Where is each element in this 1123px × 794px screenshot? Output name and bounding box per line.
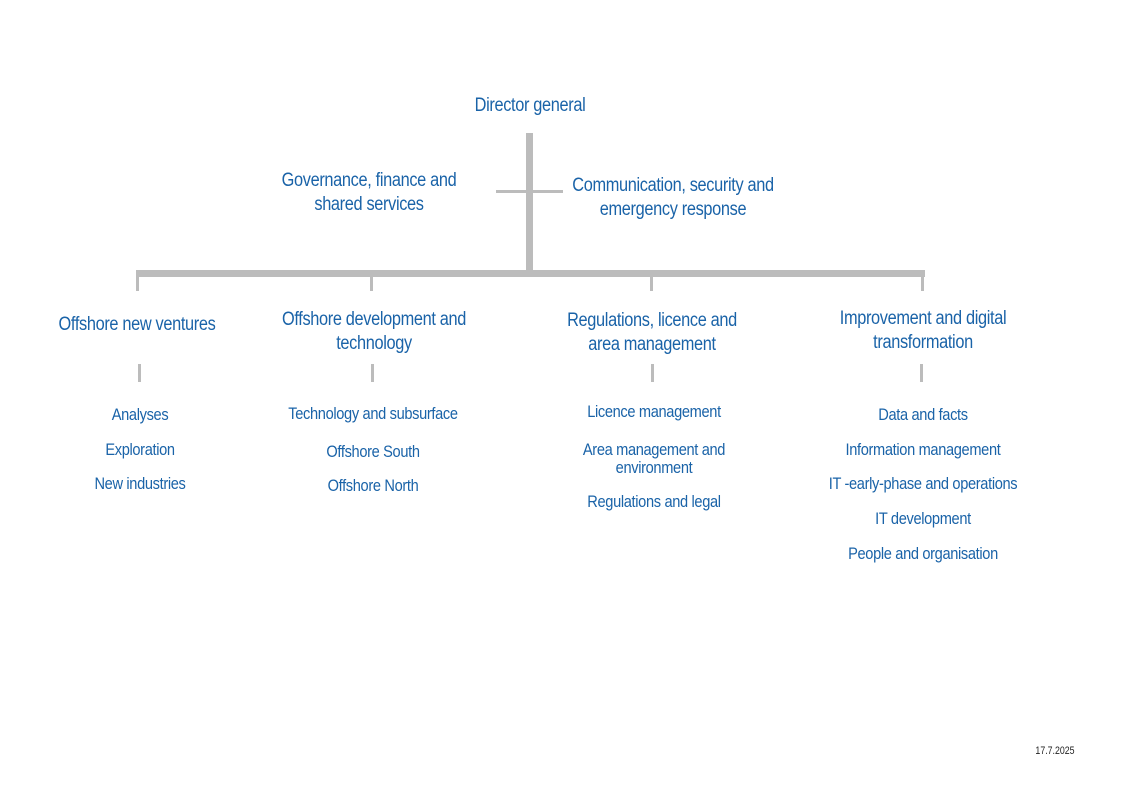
division-title-2: Offshore development and technology	[281, 309, 467, 354]
unit-new-industries: New industries	[94, 474, 186, 493]
division-title-3: Regulations, licence and area management	[567, 310, 737, 355]
unit-offshore-north: Offshore North	[327, 476, 419, 495]
unit-area-management: Area management and environment	[582, 440, 726, 477]
staff-connector-left	[496, 190, 526, 193]
unit-connector-4	[920, 364, 923, 382]
director-general-box: Director general	[474, 95, 586, 116]
date-stamp: 17.7.2025	[1035, 745, 1075, 757]
division-drop-3	[650, 277, 653, 291]
main-trunk-line	[526, 133, 533, 273]
unit-it-early-phase: IT -early-phase and operations	[828, 474, 1018, 493]
unit-connector-2	[371, 364, 374, 382]
unit-exploration: Exploration	[105, 440, 175, 459]
staff-unit-governance: Governance, finance and shared services	[281, 170, 457, 215]
unit-connector-3	[651, 364, 654, 382]
unit-licence-management: Licence management	[587, 402, 721, 421]
staff-unit-communication: Communication, security and emergency re…	[572, 175, 774, 220]
unit-analyses: Analyses	[111, 405, 169, 424]
division-title-1: Offshore new ventures	[58, 314, 216, 335]
unit-connector-1	[138, 364, 141, 382]
staff-connector-right	[533, 190, 563, 193]
unit-people-organisation: People and organisation	[848, 544, 998, 563]
unit-offshore-south: Offshore South	[326, 442, 420, 461]
unit-technology-subsurface: Technology and subsurface	[288, 404, 458, 423]
unit-data-facts: Data and facts	[878, 405, 968, 424]
unit-information-management: Information management	[845, 440, 1001, 459]
division-drop-1	[136, 277, 139, 291]
division-drop-2	[370, 277, 373, 291]
division-title-4: Improvement and digital transformation	[839, 308, 1007, 353]
division-drop-4	[921, 277, 924, 291]
unit-it-development: IT development	[875, 509, 971, 528]
division-bar	[136, 270, 925, 277]
unit-regulations-legal: Regulations and legal	[587, 492, 721, 511]
